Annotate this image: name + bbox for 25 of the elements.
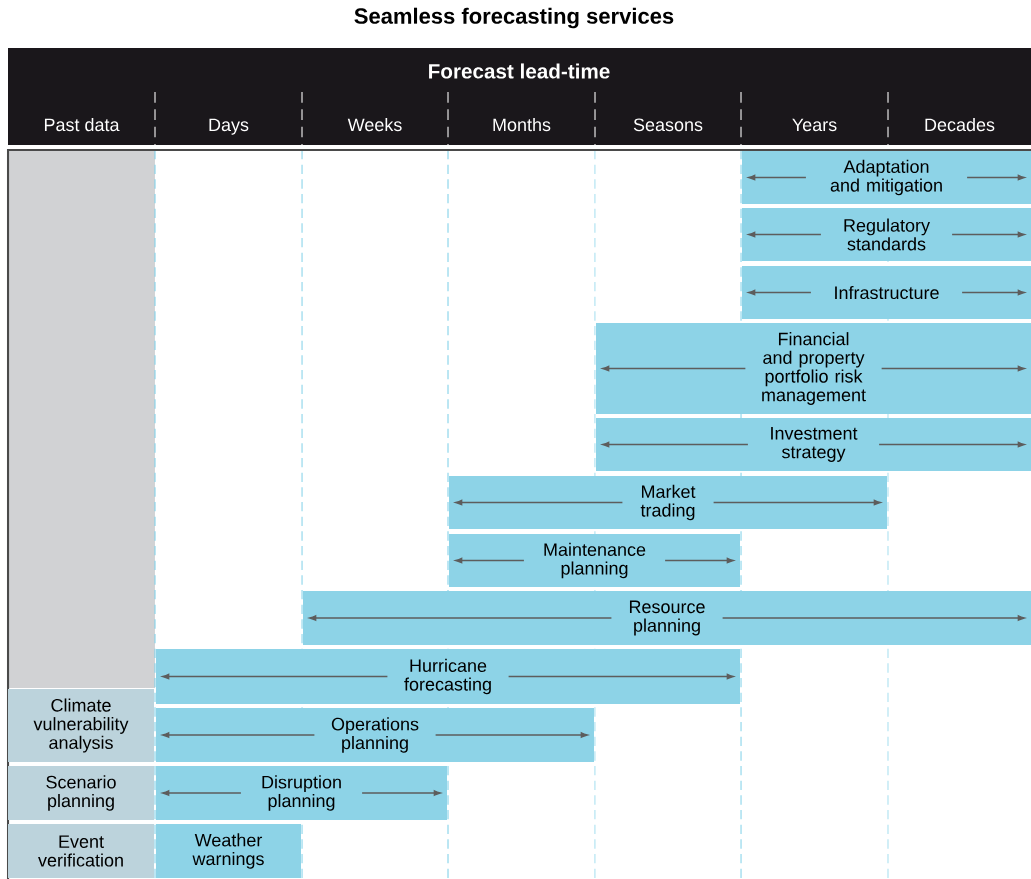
column-header: Decades — [925, 117, 995, 132]
timeline-bar: Adaptation and mitigation — [742, 151, 1031, 204]
timeline-bar: Financial and property portfolio risk management — [596, 323, 1031, 414]
past-data-area — [8, 150, 155, 688]
column-header: Months — [493, 117, 551, 132]
timeline-bar: Resource planning — [303, 591, 1031, 645]
timeline-bar: Disruption planning — [156, 766, 447, 820]
column-header: Past data — [44, 117, 120, 132]
column-header: Days — [209, 118, 249, 135]
header-title: Forecast lead-time — [429, 63, 610, 79]
timeline-bar: Investment strategy — [596, 418, 1031, 471]
timeline-bar: Weather warnings — [156, 824, 301, 878]
timeline-bar: Regulatory standards — [742, 208, 1031, 261]
column-header: Weeks — [347, 117, 402, 132]
timeline-bar: Infrastructure — [742, 266, 1031, 319]
timeline-bar: Operations planning — [156, 708, 594, 762]
timeline-bar: Maintenance planning — [449, 534, 740, 587]
column-header: Years — [792, 118, 837, 132]
title: Seamless forecasting services — [354, 7, 674, 29]
timeline-bar: Market trading — [449, 476, 887, 529]
row-label-cell: Climate vulnerability analysis — [8, 689, 154, 762]
timeline-bar: Hurricane forecasting — [156, 649, 740, 704]
row-label-cell: Scenario planning — [8, 766, 154, 820]
column-header: Seasons — [633, 118, 703, 132]
row-label-cell: Event verification — [8, 824, 154, 878]
